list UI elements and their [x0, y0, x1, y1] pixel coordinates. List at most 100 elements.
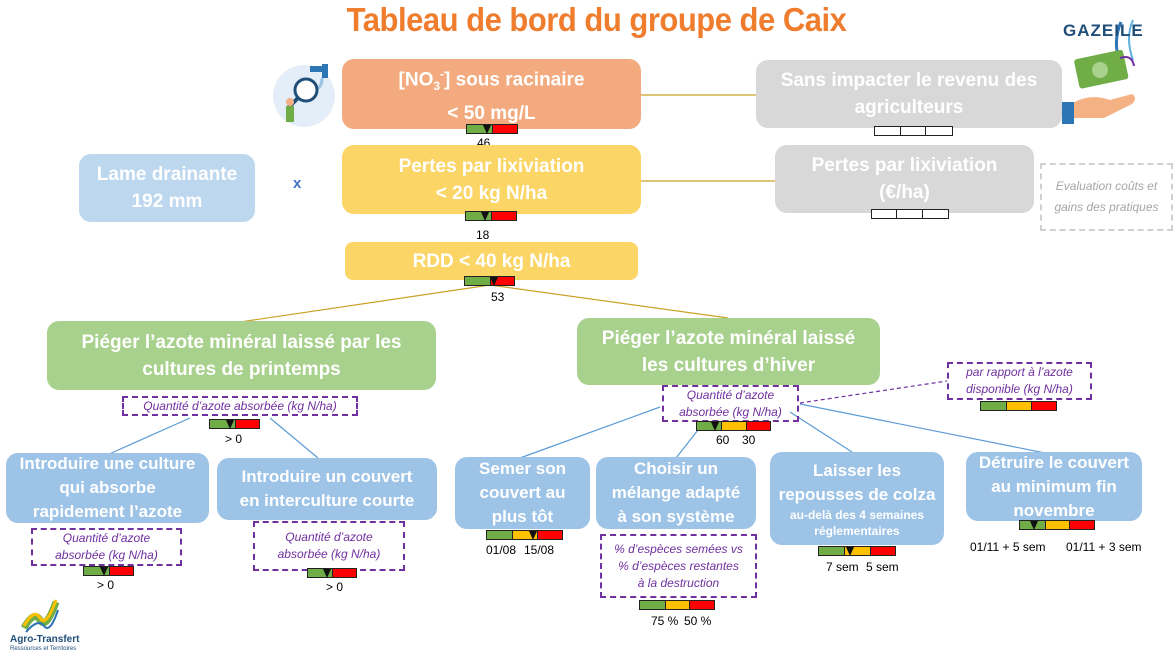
- a5-threshold-2: 5 sem: [866, 560, 899, 574]
- winter-threshold-2: 30: [742, 433, 756, 447]
- agro-transfert-sub: Ressources et Territoires: [10, 646, 77, 652]
- a1-line2: qui absorbe: [59, 478, 156, 497]
- gauge-red: [689, 601, 714, 609]
- pertes-cost-gauge: [871, 209, 949, 219]
- gazeile-logo-text: GAZEILE: [1063, 21, 1144, 40]
- no3-gauge: [466, 124, 518, 134]
- lame-drainante-box: Lame drainante 192 mm: [79, 154, 255, 222]
- a2-indicator-line2: absorbée (kg N/ha): [277, 547, 381, 561]
- no3-subscript: 3: [433, 79, 441, 94]
- rapport-line1: par rapport à l’azote: [966, 365, 1073, 379]
- a5-line2: repousses de colza: [778, 484, 936, 504]
- gauge-empty: [926, 127, 952, 135]
- gauge-yellow: [1044, 521, 1070, 529]
- no3-marker: [483, 125, 491, 134]
- action-mix-box: Choisir un mélange adapté à son système: [596, 457, 756, 529]
- a2-gauge: [307, 568, 357, 578]
- a1-indicator: Quantité d’azote absorbée (kg N/ha): [31, 528, 182, 566]
- a3-line3: plus tôt: [491, 507, 554, 526]
- gauge-green: [84, 567, 109, 575]
- a4-gauge: [639, 600, 715, 610]
- gauge-red: [1030, 402, 1056, 410]
- a4-indicator-line3: à la destruction: [637, 575, 720, 590]
- a1-indicator-line1: Quantité d’azote: [62, 531, 151, 545]
- action-short-cover-box: Introduire un couvert en interculture co…: [217, 458, 437, 520]
- spring-threshold: > 0: [225, 432, 243, 446]
- no3-superscript: -: [440, 66, 445, 81]
- winter-line1: Piéger l’azote minéral laissé: [601, 327, 856, 349]
- revenue-constraint-box: Sans impacter le revenu des agriculteurs: [756, 60, 1062, 128]
- a5-marker: [846, 547, 854, 556]
- winter-line2: les cultures d’hiver: [641, 354, 816, 376]
- action-fast-crop-box: Introduire une culture qui absorbe rapid…: [6, 453, 209, 523]
- a5-threshold-1: 7 sem: [826, 560, 859, 574]
- a3-line2: couvert au: [479, 483, 566, 502]
- spring-indicator-text: Quantité d’azote absorbée (kg N/ha): [143, 398, 337, 413]
- a6-line3: novembre: [1013, 500, 1095, 520]
- rdd-value: 53: [491, 290, 505, 304]
- evaluation-line1: Evaluation coûts et: [1055, 179, 1158, 193]
- gauge-red: [332, 569, 356, 577]
- gauge-empty: [897, 210, 923, 218]
- a1-marker: [100, 567, 108, 576]
- a2-indicator: Quantité d’azote absorbée (kg N/ha): [253, 521, 405, 571]
- a4-line2: mélange adapté: [611, 483, 741, 502]
- gauge-red: [491, 212, 516, 220]
- page-title: Tableau de bord du groupe de Caix: [346, 0, 847, 39]
- gauge-green: [210, 420, 235, 428]
- revenue-line1: Sans impacter le revenu des: [780, 70, 1038, 91]
- spring-line1: Piéger l’azote minéral laissé par les: [81, 331, 402, 353]
- spring-marker: [226, 420, 234, 429]
- winter-threshold-1: 60: [716, 433, 730, 447]
- a6-threshold-1: 01/11 + 5 sem: [970, 540, 1046, 554]
- a4-indicator-line2: % d’espèces restantes: [618, 558, 739, 573]
- rdd-box: RDD < 40 kg N/ha: [345, 242, 638, 280]
- spring-gauge: [209, 419, 260, 429]
- a1-indicator-line2: absorbée (kg N/ha): [55, 548, 158, 562]
- a6-threshold-2: 01/11 + 3 sem: [1066, 540, 1142, 554]
- pertes-gauge: [465, 211, 517, 221]
- branch-spring-crops-box: Piéger l’azote minéral laissé par les cu…: [47, 321, 436, 390]
- a2-line2: en interculture courte: [239, 491, 415, 510]
- a2-marker: [323, 569, 331, 578]
- gauge-green: [819, 547, 845, 555]
- gauge-green: [640, 601, 665, 609]
- gauge-yellow: [511, 531, 537, 539]
- a1-gauge: [83, 566, 134, 576]
- lame-line1: Lame drainante: [96, 164, 238, 185]
- no3-objective-box: [NO3-] sous racinaire < 50 mg/L: [342, 59, 641, 129]
- a4-threshold-1: 75 %: [651, 614, 679, 628]
- a3-gauge: [486, 530, 563, 540]
- a2-threshold: > 0: [326, 580, 344, 594]
- gauge-red: [536, 531, 562, 539]
- a6-marker: [1030, 521, 1038, 530]
- no3-prefix: [NO: [398, 69, 434, 91]
- a6-line2: au minimum fin: [991, 476, 1117, 496]
- revenue-gauge: [874, 126, 953, 136]
- evaluation-line2: gains des pratiques: [1054, 200, 1159, 214]
- agro-transfert-logo: Agro-Transfert Ressources et Territoires: [10, 596, 80, 656]
- a3-threshold-1: 01/08: [486, 543, 517, 557]
- winter-indicator: Quantité d’azote absorbée (kg N/ha): [662, 385, 799, 422]
- a2-line1: Introduire un couvert: [241, 467, 413, 486]
- revenue-line2: agriculteurs: [854, 97, 964, 118]
- a1-threshold: > 0: [97, 578, 115, 592]
- a4-indicator: % d’espèces semées vs % d’espèces restan…: [600, 534, 757, 598]
- gauge-empty: [922, 210, 948, 218]
- gauge-red: [869, 547, 895, 555]
- pertes-cost-line2: (€/ha): [879, 182, 930, 203]
- pertes-objective-box: Pertes par lixiviation < 20 kg N/ha: [342, 145, 641, 214]
- gauge-red: [489, 277, 514, 285]
- a4-indicator-line1: % d’espèces semées vs: [614, 541, 743, 556]
- pertes-line1: Pertes par lixiviation: [398, 155, 585, 177]
- rdd-gauge: [464, 276, 515, 286]
- a5-small1: au-delà des 4 semaines: [789, 507, 925, 522]
- gauge-empty: [872, 210, 898, 218]
- a6-line1: Détruire le couvert: [978, 452, 1130, 472]
- gauge-yellow: [844, 547, 870, 555]
- action-early-sowing-box: Semer son couvert au plus tôt: [455, 457, 590, 529]
- gauge-red: [234, 420, 259, 428]
- winter-indicator-line1: Quantité d’azote: [686, 387, 775, 402]
- agro-transfert-logo-mark: [20, 599, 60, 633]
